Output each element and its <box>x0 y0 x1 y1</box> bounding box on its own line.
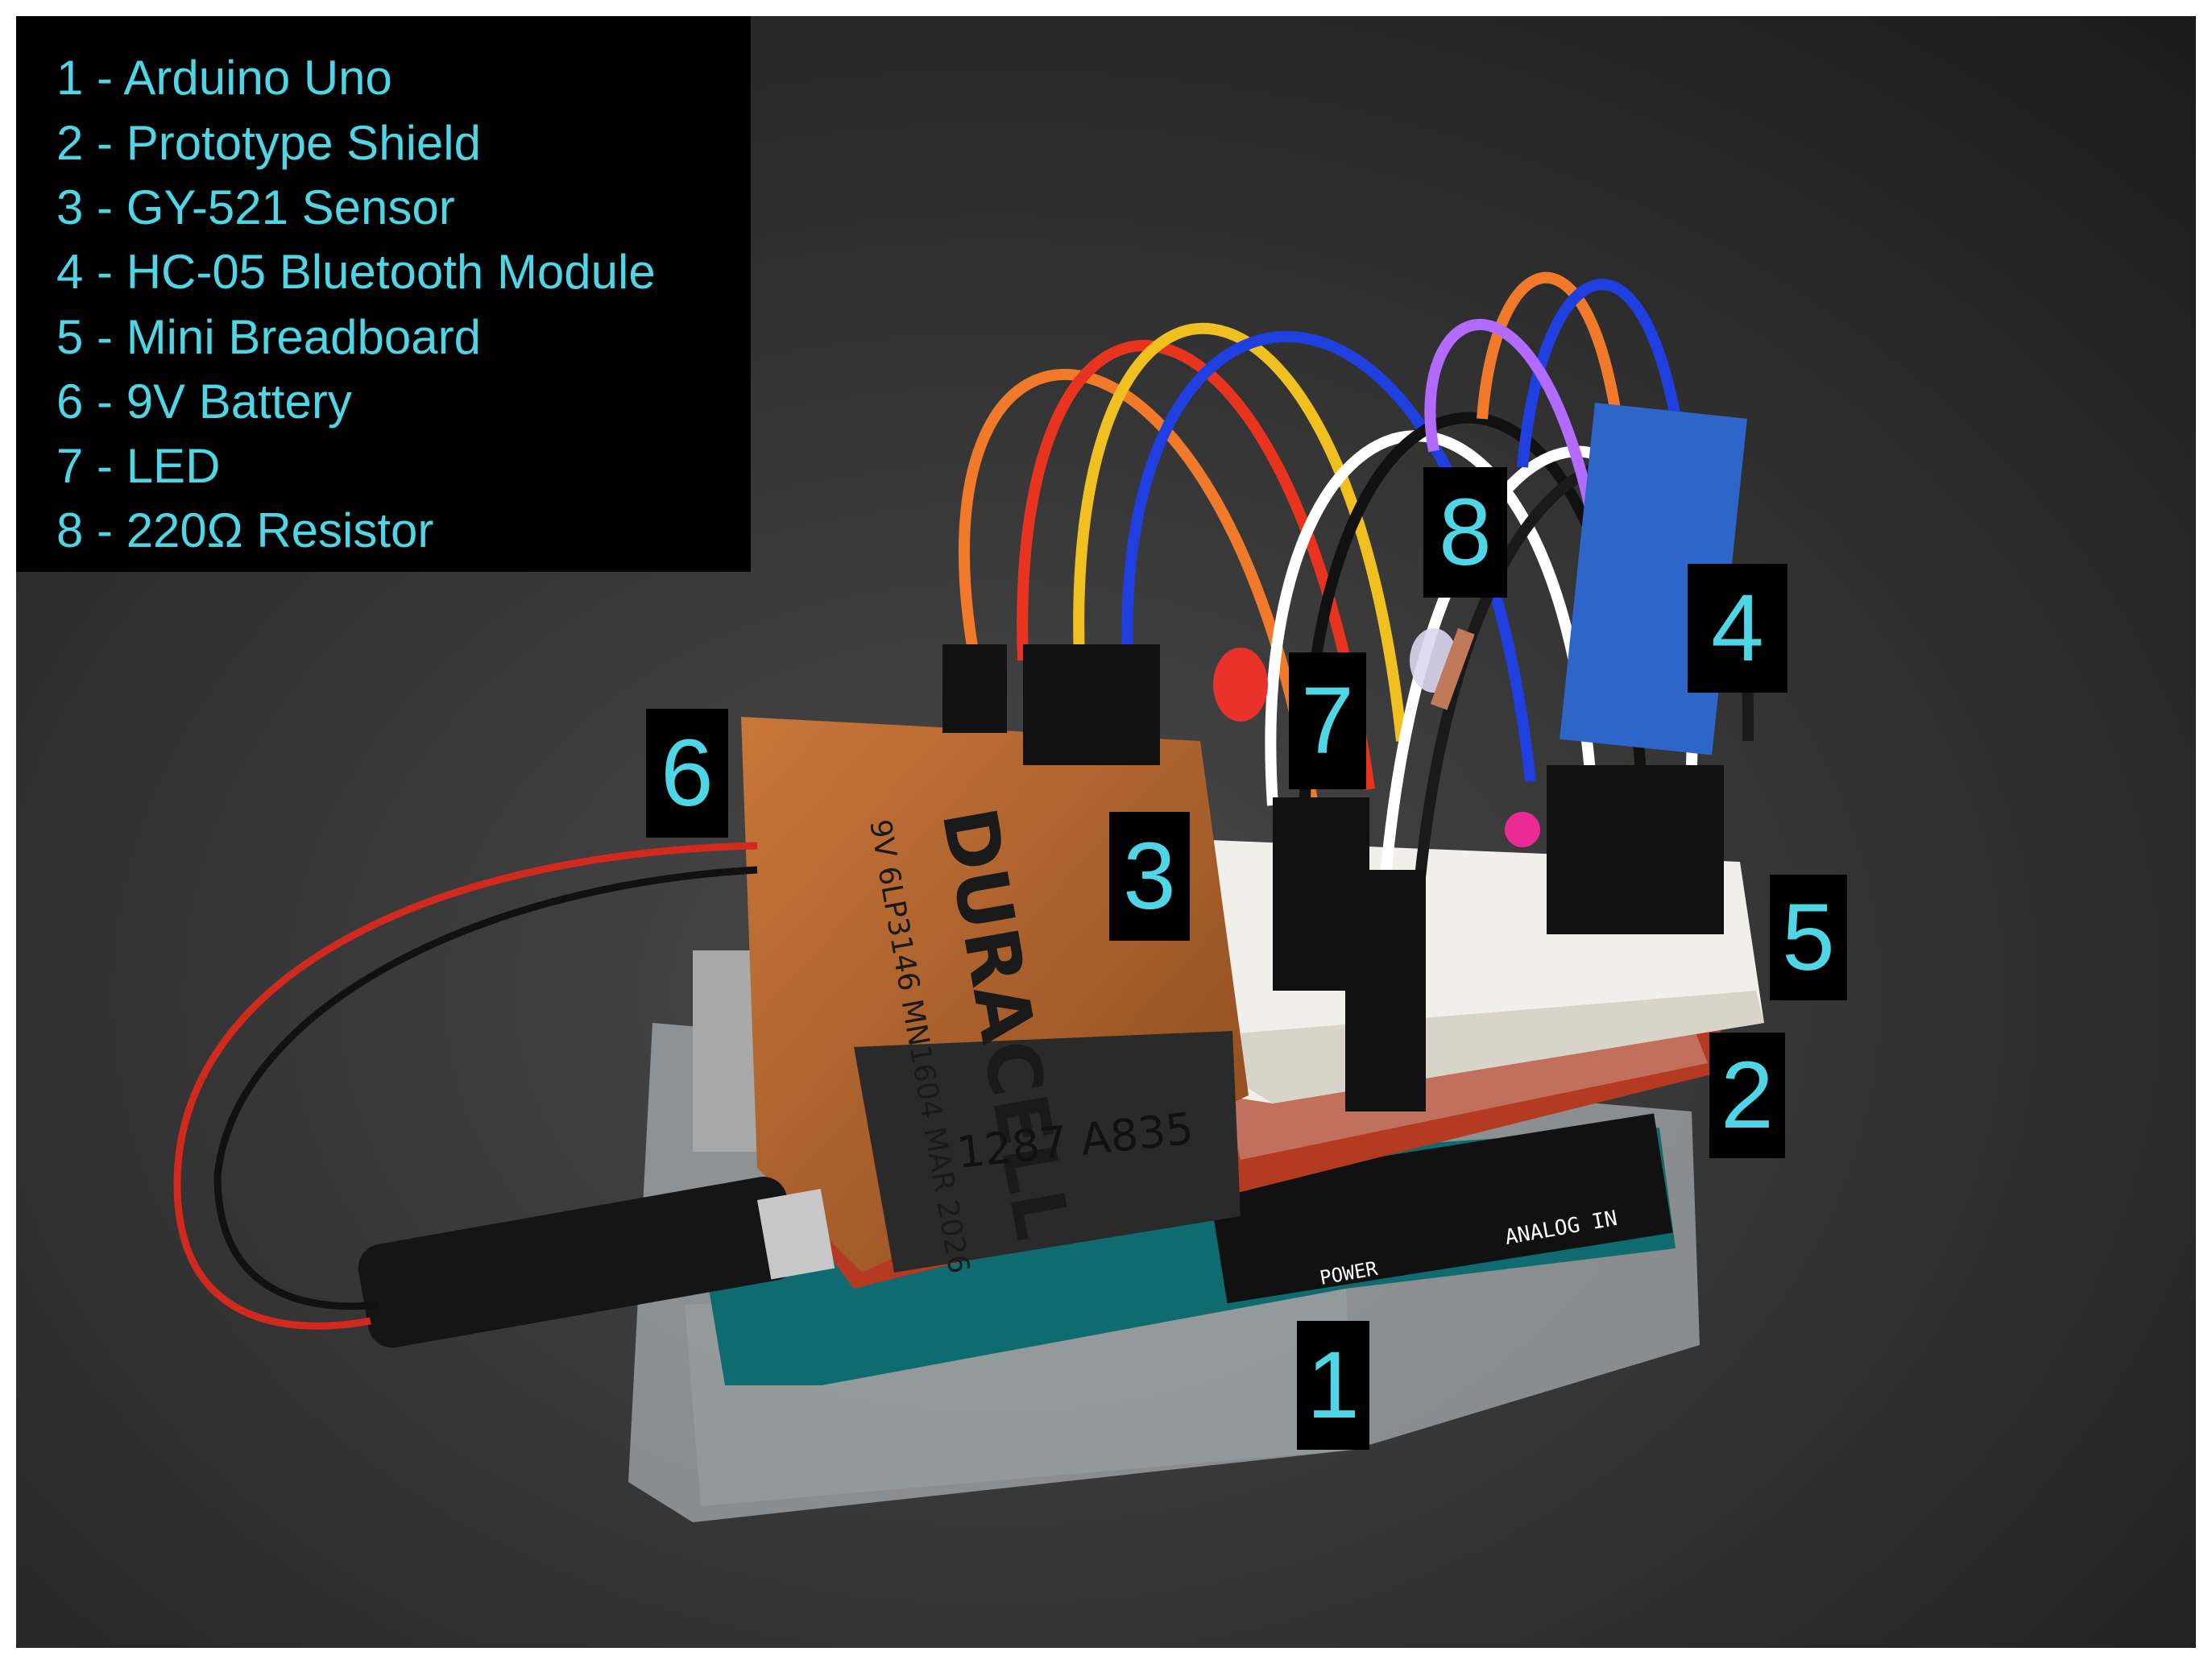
led-red <box>1213 648 1268 722</box>
arduino-photo-illustration: ANALOG IN POWER DURACELL 9V 6LP3146 MN16… <box>16 16 2196 1648</box>
legend-item: 8 - 220Ω Resistor <box>56 503 434 557</box>
header-pins <box>1208 1113 1673 1304</box>
photo: ANALOG IN POWER DURACELL 9V 6LP3146 MN16… <box>16 16 2196 1648</box>
resistor <box>1430 628 1475 710</box>
legend-item: 6 - 9V Battery <box>56 375 352 428</box>
legend-item: 5 - Mini Breadboard <box>56 310 481 364</box>
legend-box: 1 - Arduino Uno 2 - Prototype Shield 3 -… <box>16 16 751 572</box>
wire-connectors <box>942 644 1724 1111</box>
callout-led: 7 <box>1289 652 1366 789</box>
battery-wire-black <box>213 866 758 1310</box>
callout-bluetooth-module: 4 <box>1688 564 1787 693</box>
callout-prototype-shield: 2 <box>1709 1033 1785 1158</box>
legend-item: 1 - Arduino Uno <box>56 51 392 105</box>
callout-mini-breadboard: 5 <box>1770 875 1847 1000</box>
battery-wire-red <box>173 842 758 1330</box>
legend-item: 4 - HC-05 Bluetooth Module <box>56 245 656 299</box>
callout-battery: 6 <box>646 709 728 838</box>
legend-item: 2 - Prototype Shield <box>56 116 481 170</box>
legend-item: 7 - LED <box>56 439 221 493</box>
legend-item: 3 - GY-521 Sensor <box>56 180 455 234</box>
callout-resistor: 8 <box>1423 467 1507 598</box>
callout-arduino-uno: 1 <box>1297 1321 1369 1450</box>
callout-gy521-sensor: 3 <box>1109 812 1190 941</box>
power-jack <box>358 1176 835 1348</box>
